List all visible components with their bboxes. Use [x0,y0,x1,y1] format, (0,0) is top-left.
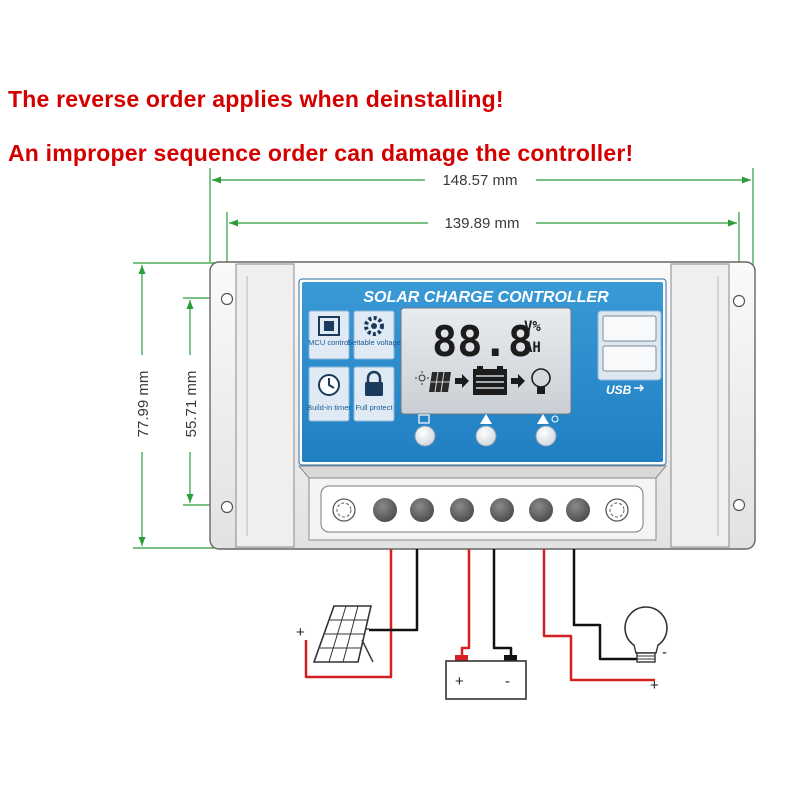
load-wires [542,549,655,682]
battery-icon [445,655,527,700]
light-bulb-icon [624,606,668,663]
warning-improper-sequence: An improper sequence order can damage th… [8,140,634,166]
chip-icon [318,316,340,336]
lcd-sun-icon [415,371,429,385]
dimension-overall-width [209,168,754,282]
lcd-arrow-icon [455,374,469,388]
triangle-down-icon [480,414,492,424]
terminal-screw-solar-minus[interactable] [410,498,434,522]
hole-width-label: 139.89 mm [444,215,519,232]
terminal-end-left [332,498,356,522]
hole-height-label: 55.71 mm [183,371,200,438]
bulb-icon [551,415,559,423]
overall-height-label: 77.99 mm [135,371,152,438]
mount-hole-bottom-right [732,498,746,512]
lcd-unit-top: V% [524,319,541,335]
lcd-bulb-icon [531,368,551,394]
solar-panel-icon [312,605,374,663]
menu-button[interactable] [414,414,436,447]
load-plus-label: + [650,677,659,694]
panel-title: SOLAR CHARGE CONTROLLER [363,289,609,306]
lock-icon [365,370,383,396]
load-button[interactable] [535,414,559,447]
battery-minus-label: - [505,673,510,690]
mount-hole-top-left [220,292,234,306]
clock-icon [318,374,340,396]
terminal-end-right [605,498,629,522]
down-button[interactable] [475,414,497,447]
feature-label: Build-in timer [307,403,351,412]
lcd-battery-icon [473,366,507,395]
triangle-up-icon [537,414,549,424]
feature-settable-voltage: Settable voltage [347,310,401,360]
usb-icon [634,384,645,392]
feature-label: MCU control [308,338,350,347]
dimension-overall-height [133,262,222,549]
warning-reverse-order: The reverse order applies when deinstall… [8,86,504,112]
feature-mcu-control: MCU control [308,310,350,360]
terminal-screw-load-minus[interactable] [566,498,590,522]
feature-label: Settable voltage [347,338,401,347]
solar-plus-label: + [296,624,305,641]
feature-build-in-timer: Build-in timer [307,366,351,422]
terminal-screw-battery-plus[interactable] [450,498,474,522]
feature-label: Full protect [355,403,393,412]
terminal-screw-battery-minus[interactable] [490,498,514,522]
solar-minus-label: - [365,620,370,637]
mount-hole-top-right [732,294,746,308]
solar-wires [304,549,419,679]
lcd-solar-icon [429,371,451,393]
lcd-digits: 88.8 [432,317,533,366]
lcd-unit-bottom: AH [524,340,541,356]
usb-label: USB [606,383,632,397]
gear-icon [364,316,384,336]
usb-ports: USB [597,310,662,397]
mount-hole-bottom-left [220,500,234,514]
terminal-screw-solar-plus[interactable] [373,498,397,522]
terminal-screw-load-plus[interactable] [529,498,553,522]
overall-width-label: 148.57 mm [442,172,517,189]
battery-plus-label: + [455,673,464,690]
feature-full-protect: Full protect [353,366,395,422]
battery-wires [460,549,513,657]
lcd-arrow-icon [511,374,525,388]
load-minus-label: - [662,644,667,661]
lcd-display: 88.8 V% AH [400,307,572,415]
terminal-block [297,465,668,541]
screen-icon [418,414,430,424]
